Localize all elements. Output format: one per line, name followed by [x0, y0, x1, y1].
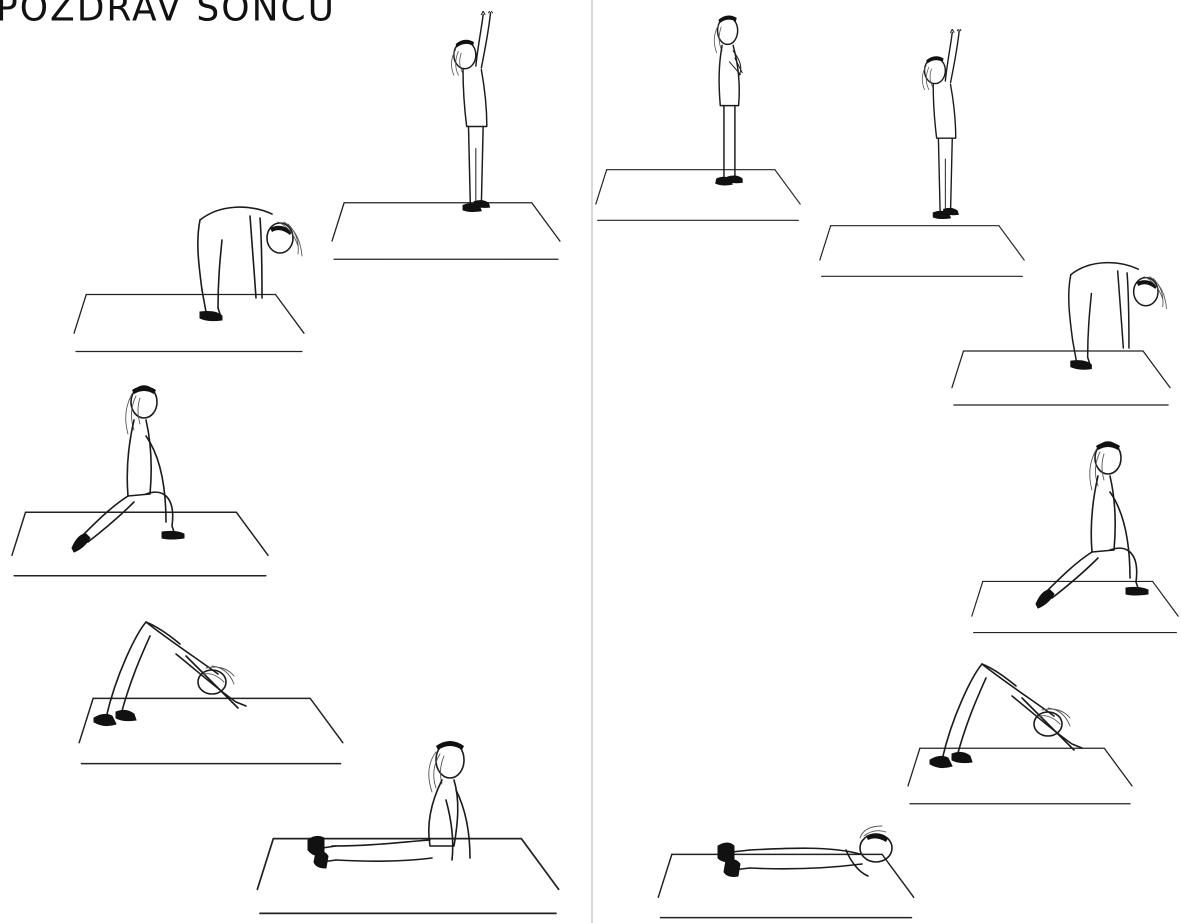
page-divider: [591, 0, 593, 923]
figure-cobra: [282, 730, 492, 890]
mat-right-1: [594, 166, 802, 224]
figure-forward-bend-right: [1052, 252, 1174, 382]
figure-arms-raised-right: [902, 12, 1006, 254]
page-title: POZDRAV SONCU: [0, 0, 336, 30]
figure-arms-raised: [430, 6, 540, 236]
figure-lunge-right: [1026, 430, 1166, 614]
figure-lunge: [62, 376, 202, 556]
figure-lying-down: [690, 820, 910, 890]
figure-prayer-standing: [702, 4, 766, 200]
figure-downward-dog-right: [912, 656, 1102, 786]
figure-downward-dog: [76, 614, 266, 744]
figure-forward-bend: [180, 200, 310, 330]
